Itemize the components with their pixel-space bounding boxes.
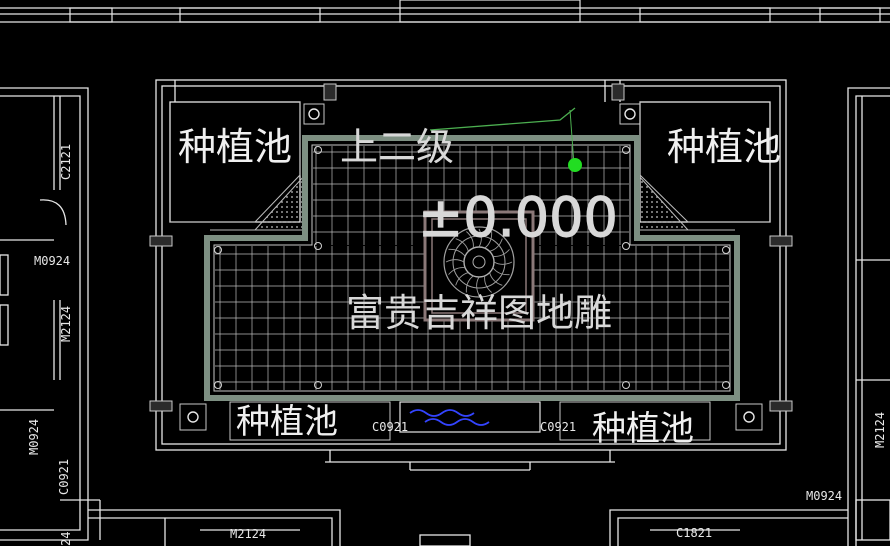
planter-label-bottom-right: 种植池 <box>592 409 694 449</box>
medallion[interactable] <box>423 210 535 322</box>
top-wall <box>0 0 890 23</box>
paved-area <box>204 135 740 401</box>
medallion-petal <box>489 272 503 286</box>
planter-outline-left <box>170 102 301 223</box>
bolt <box>722 246 730 254</box>
medallion-petal <box>466 231 474 249</box>
planter-label-bottom-left: 种植池 <box>236 402 338 442</box>
bolt <box>722 381 730 389</box>
tag-c2121: C2121 <box>59 144 73 180</box>
tag-m0924-left: M0924 <box>34 254 70 268</box>
bolt <box>214 381 222 389</box>
medallion-petal <box>455 238 469 252</box>
medallion-petal <box>478 228 482 248</box>
elevation-label: ±0.000 <box>418 186 618 249</box>
bolt <box>314 242 322 250</box>
medallion-petal <box>493 261 513 265</box>
medallion-petal <box>448 267 466 275</box>
medallion-petal <box>448 248 466 257</box>
water-feature <box>399 401 541 433</box>
feature-label: 富贵吉祥图地雕 <box>346 291 612 335</box>
right-building <box>847 87 890 546</box>
grip-marker[interactable] <box>568 158 582 172</box>
tag-c1821-bottom: C1821 <box>676 526 712 540</box>
bottom-planters <box>179 103 763 441</box>
medallion-petal <box>465 275 474 293</box>
planter-label-top-right: 种植池 <box>667 125 781 169</box>
medallion-petal <box>489 238 503 252</box>
medallion-petal <box>455 272 469 286</box>
leader-drop <box>569 109 575 166</box>
bolt <box>314 381 322 389</box>
bolt <box>622 146 630 154</box>
medallion-petal <box>476 276 480 296</box>
tag-m0924-left-lower: M0924 <box>27 419 41 455</box>
left-building <box>0 87 101 541</box>
planter-label-top-left: 种植池 <box>178 125 292 169</box>
corner-bolts <box>214 146 730 389</box>
bolt <box>214 246 222 254</box>
tag-m2124-right: M2124 <box>873 412 887 448</box>
level-label: 上二级 <box>340 125 454 169</box>
tag-m2124-bottom: M2124 <box>230 527 266 541</box>
medallion-petal <box>484 275 492 293</box>
tag-c0921-bottom-right: C0921 <box>540 420 576 434</box>
medallion-petal <box>445 259 465 263</box>
planter-hatch-right <box>637 173 690 231</box>
medallion-petal <box>492 267 510 276</box>
tag-c0921-left: C0921 <box>57 459 71 495</box>
planter-hatch-left <box>253 173 306 231</box>
bolt <box>622 381 630 389</box>
tag-m0924-right: M0924 <box>806 489 842 503</box>
bolt <box>622 242 630 250</box>
column-stubs <box>149 83 793 412</box>
tag-partial: 24 <box>59 532 73 546</box>
corner-markers <box>187 108 755 423</box>
tag-m2124-left: M2124 <box>59 306 73 342</box>
bolt <box>314 146 322 154</box>
medallion-petal <box>484 231 493 249</box>
medallion-petal <box>492 249 510 257</box>
tag-c0921-bottom-left: C0921 <box>372 420 408 434</box>
bottom-walls <box>88 509 848 546</box>
